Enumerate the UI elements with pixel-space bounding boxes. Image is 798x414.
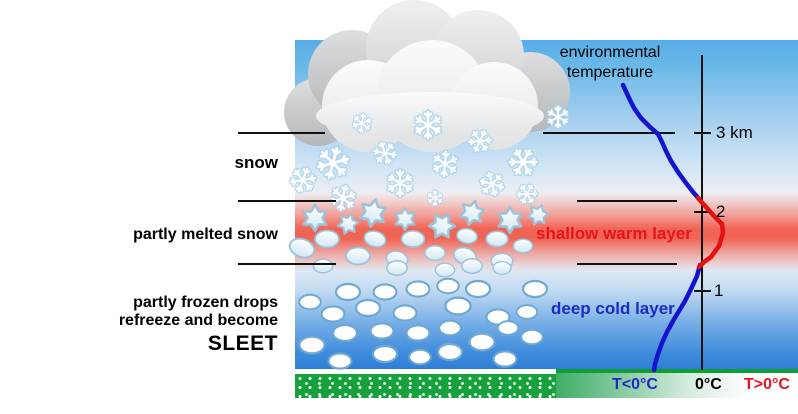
label-sleet: SLEET xyxy=(207,332,278,355)
label-t-below-zero: T<0°C xyxy=(612,376,658,393)
label-environmental: environmental xyxy=(559,44,661,61)
label-environmental-temperature: environmental temperature xyxy=(537,43,683,83)
label-t-above-zero: T>0°C xyxy=(744,376,790,393)
label-partly-melted-snow: partly melted snow xyxy=(133,226,278,243)
snow-covered-ground xyxy=(295,374,556,398)
environmental-temperature-curve xyxy=(620,82,726,373)
ground-temperature-scale xyxy=(556,369,798,398)
sleet-pellet-icons xyxy=(298,277,549,370)
label-snow: snow xyxy=(234,153,278,172)
temperature-curve-cold-lower xyxy=(651,262,703,373)
label-refreeze-and-become: refreeze and become xyxy=(118,312,278,329)
axis-tick-label-3km: 3 km xyxy=(716,123,753,142)
label-zero-celsius: 0°C xyxy=(695,376,722,393)
altitude-level-lines xyxy=(238,132,677,265)
label-shallow-warm-layer: shallow warm layer xyxy=(536,224,692,243)
temperature-curve-warm xyxy=(695,195,726,270)
axis-tick-label-1km: 1 xyxy=(714,281,724,300)
temperature-curve-cold-upper xyxy=(620,82,703,203)
label-partly-frozen-drops: partly frozen drops xyxy=(133,294,278,311)
label-deep-cold-layer: deep cold layer xyxy=(551,299,675,318)
axis-tick-label-2km: 2 xyxy=(716,202,726,221)
melting-drop-icons xyxy=(286,226,534,278)
label-temperature: temperature xyxy=(566,64,654,81)
